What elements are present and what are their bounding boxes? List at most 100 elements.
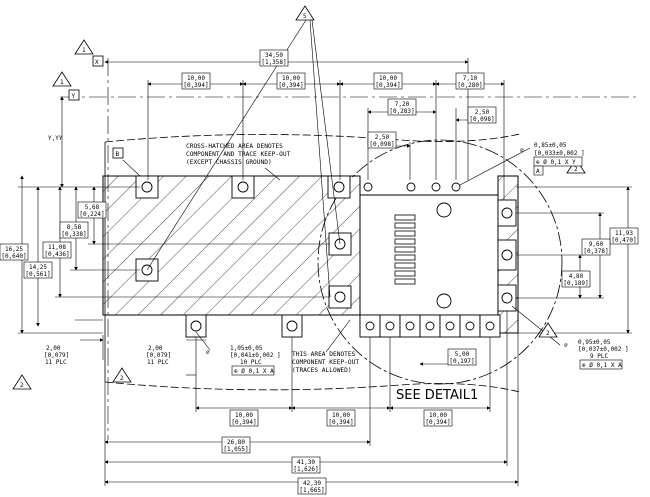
dim-right-11-93-box — [609, 227, 639, 245]
rev-triangle-1b: 1 — [60, 79, 64, 86]
allowed-note-line-3: (TRACES ALLOWED) — [292, 367, 352, 374]
hole2-dia-in: [0,041±0,002 ] — [230, 352, 281, 359]
dim-bot-10-c-in: [0,394] — [425, 419, 450, 426]
rev-triangle-1a: 1 — [82, 47, 86, 54]
dim-right-4-80-mm: 4,80 — [569, 273, 584, 280]
dim-bot-10-b-mm: 10,00 — [332, 412, 350, 419]
dim-left-8-58-mm: 8,58 — [67, 224, 82, 231]
dim-right-11-93-mm: 11,93 — [615, 230, 633, 237]
dim-top-7-20-mm: 7,20 — [395, 101, 410, 108]
dim-right-4-80-box — [561, 270, 591, 288]
dim-top-2-50-a-mm: 2,50 — [375, 134, 390, 141]
dim-top-10-a-box — [181, 72, 211, 90]
bl1-plc: 11 PLC — [45, 359, 67, 366]
rev-triangle-2c: 2 — [120, 375, 124, 382]
bl2-in: [0,079] — [146, 352, 171, 359]
dim-overall-41-30-box — [291, 456, 321, 474]
dim-bot-10-a-box — [229, 409, 259, 427]
dim-left-11-08-in: [0,436] — [44, 251, 69, 258]
dim-top-2-50-a-box — [367, 131, 397, 149]
dim-left-14-25-in: [0,561] — [25, 271, 50, 278]
dim-overall-26-80-mm: 26,80 — [227, 439, 245, 446]
dim-top-10-c-box — [373, 72, 403, 90]
dim-bot-10-c-box — [423, 409, 453, 427]
dim-top-2-50-b-mm: 2,50 — [475, 109, 490, 116]
dim-overall-26-80-in: [1,055] — [223, 446, 248, 453]
datum-labels: X Y B — [68, 55, 124, 159]
dim-top-2-50-b-in: [0,098] — [469, 116, 494, 123]
traces-allowed-note: THIS AREA DENOTES COMPONENT KEEP-OUT (TR… — [292, 351, 359, 374]
datum-x-label: X — [95, 59, 99, 66]
dim-pitch-5-box — [447, 348, 477, 366]
dim-right-9-60-box — [581, 238, 611, 256]
dim-left-16-25-box — [0, 243, 29, 261]
hole1-datum: A — [536, 168, 540, 175]
holes — [135, 175, 517, 338]
revision-triangles — [12, 5, 586, 390]
hole2-tol: ⊕ Ø 0,1 X A — [234, 368, 274, 375]
dim-top-2-50-b-box — [467, 106, 497, 124]
allowed-note-line-2: COMPONENT KEEP-OUT — [292, 359, 359, 366]
dim-top-7-20-in: [0,283] — [389, 108, 414, 115]
dim-left-8-58-box — [59, 221, 89, 239]
yy-label: Y,YY — [48, 135, 63, 142]
hole2-dia: 1,05±0,05 — [230, 345, 263, 352]
dim-bot-10-b-box — [326, 409, 356, 427]
dim-top-7-10-box — [455, 72, 485, 90]
rev-triangle-2d: 2 — [20, 382, 24, 389]
allowed-note-line-1: THIS AREA DENOTES — [292, 351, 356, 358]
dim-top-10-c-mm: 10,00 — [379, 75, 397, 82]
dim-left-11-08-mm: 11,08 — [48, 244, 66, 251]
hole3-tol: ⊕ Ø 0,1 X A — [582, 362, 622, 369]
bl2-plc: 11 PLC — [147, 359, 169, 366]
dim-top-7-10-in: [0,280] — [457, 82, 482, 89]
dim-top-10-a-mm: 10,00 — [187, 75, 205, 82]
dim-top-2-50-a-in: [0,098] — [369, 141, 394, 148]
datum-y-label: Y — [72, 93, 76, 100]
hole3-dia-in: [0,037±0,002 ] — [578, 346, 629, 353]
detail-circle — [317, 139, 563, 385]
rev-triangle-5: 5 — [303, 13, 307, 20]
dim-right-4-80-in: [0,189] — [563, 280, 588, 287]
hole-callout-3: ⌀ 0,95±0,05 [0,037±0,002 ] 9 PLC ⊕ Ø 0,1… — [564, 339, 629, 370]
dim-top-34-50-box — [259, 49, 289, 67]
keepout-note: CROSS-HATCHED AREA DENOTES COMPONENT AND… — [186, 143, 291, 166]
hole-callout-2: ⌀ 1,05±0,05 [0,041±0,002 ] 10 PLC ⊕ Ø 0,… — [206, 345, 281, 376]
hole1-dia: 0,85±0,05 — [534, 142, 567, 149]
dim-bot-10-a-in: [0,394] — [231, 419, 256, 426]
hole3-plc: 9 PLC — [590, 353, 608, 360]
dim-left-8-58-in: [0,338] — [61, 231, 86, 238]
svg-text:⌀: ⌀ — [564, 342, 568, 349]
bl1-mm: 2,00 — [46, 345, 61, 352]
dim-top-10-b-mm: 10,00 — [282, 75, 300, 82]
bl2-mm: 2,00 — [148, 345, 163, 352]
keepout-note-line-2: COMPONENT AND TRACE KEEP-OUT — [186, 151, 291, 158]
dim-left-14-25-mm: 14,25 — [29, 264, 47, 271]
dim-left-11-08-box — [42, 241, 72, 259]
dim-bot-10-b-in: [0,394] — [328, 419, 353, 426]
keepout-note-line-3: (EXCEPT CHASSIS GROUND) — [186, 159, 272, 166]
dim-bot-10-a-mm: 10,00 — [235, 412, 253, 419]
dim-pitch-5-in: [0,197] — [449, 358, 474, 365]
hole2-plc: 10 PLC — [240, 359, 262, 366]
dim-left-16-25-mm: 16,25 — [5, 246, 23, 253]
dim-overall-42-30-box — [297, 477, 327, 495]
dim-overall-42-30-mm: 42,30 — [303, 480, 321, 487]
dimension-lines — [18, 19, 632, 486]
dim-overall-42-30-in: [1,665] — [299, 487, 324, 494]
rev-triangle-2a: 2 — [574, 166, 578, 173]
dim-overall-26-80-box — [221, 436, 251, 454]
pad-array — [394, 214, 416, 285]
dim-top-34-50-in: [1,358] — [261, 59, 286, 66]
dim-right-9-60-mm: 9,60 — [589, 241, 604, 248]
bottom-left-dims: 2,00 [0,079] 11 PLC 2,00 [0,079] 11 PLC — [44, 345, 171, 366]
dim-overall-41-30-in: [1,626] — [293, 466, 318, 473]
dim-overall-41-30-mm: 41,30 — [297, 459, 315, 466]
dim-left-5-68-mm: 5,68 — [85, 204, 100, 211]
svg-text:⌀: ⌀ — [206, 349, 210, 356]
dim-top-10-c-in: [0,394] — [375, 82, 400, 89]
dim-top-10-a-in: [0,394] — [183, 82, 208, 89]
hole1-dia-in: [0,033±0,002 ] — [534, 150, 585, 157]
datum-b-label: B — [116, 151, 120, 158]
